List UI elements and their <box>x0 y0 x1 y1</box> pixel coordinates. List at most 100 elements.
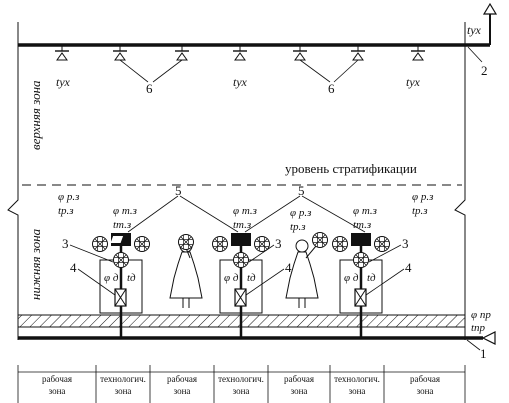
worker-figure-1 <box>169 234 203 309</box>
diffuser-1 <box>54 44 70 61</box>
callout-3-unit-1: 3 <box>62 236 69 251</box>
callout-1-line <box>466 339 481 351</box>
zone-caption-2: технологич. зона <box>100 374 146 396</box>
air-distributor-left <box>92 236 108 252</box>
supply-arrow-icon <box>481 331 496 345</box>
zone-caption-5: рабочая зона <box>284 374 314 396</box>
callout-3-unit-1-line <box>69 244 114 263</box>
phi-rz-right: φ р.з <box>412 191 433 203</box>
t-yx-label-3: tух <box>406 75 421 89</box>
svg-text:зона: зона <box>349 386 366 396</box>
t-tz-1: tт.з <box>113 219 131 231</box>
room-wall-left <box>7 22 19 340</box>
callout-6-left: 6 <box>146 81 153 96</box>
phi-tz-3: φ т.з <box>353 205 377 217</box>
svg-text:рабочая: рабочая <box>410 374 440 384</box>
air-distributor-right <box>134 236 150 252</box>
callout-5-right: 5 <box>298 183 305 198</box>
bottom-zone-scale <box>17 365 466 403</box>
zone-caption-3: рабочая зона <box>167 374 197 396</box>
svg-text:зона: зона <box>291 386 308 396</box>
air-distributor-right <box>374 236 390 252</box>
t-tz-2: tт.з <box>233 219 251 231</box>
phi-tz-2: φ т.з <box>233 205 257 217</box>
worker-figure-2 <box>285 232 328 309</box>
phi-pr-label: φ пр <box>471 309 491 321</box>
callout-4-unit-2: 4 <box>285 260 292 275</box>
callout-4-unit-3: 4 <box>405 260 412 275</box>
callout-4-unit-2-line <box>245 268 285 296</box>
callout-5-lines <box>127 195 366 233</box>
equipment-unit-1 <box>92 233 150 338</box>
svg-text:рабочая: рабочая <box>42 374 72 384</box>
lower-zone-label: нижняя зона <box>28 228 43 300</box>
callout-3-unit-2: 3 <box>275 236 282 251</box>
zone-caption-4: технологич. зона <box>218 374 264 396</box>
worker-air-shower-1 <box>178 234 194 250</box>
phi-rz-left: φ р.з <box>58 191 79 203</box>
callout-4-unit-3-line <box>365 268 405 296</box>
zone-caption-6: технологич. зона <box>334 374 380 396</box>
svg-text:зона: зона <box>115 386 132 396</box>
svg-text:рабочая: рабочая <box>167 374 197 384</box>
worker-air-shower-2 <box>312 232 328 248</box>
t-rz-left: tр.з <box>58 205 74 217</box>
svg-text:технологич.: технологич. <box>334 374 380 384</box>
phi-tz-1: φ т.з <box>113 205 137 217</box>
stratification-label: уровень стратификации <box>285 161 417 176</box>
diffuser-2 <box>112 44 128 61</box>
room-wall-right <box>454 22 466 340</box>
t-yx-label-1: tух <box>56 75 71 89</box>
phi-d-2: φ д <box>224 272 239 284</box>
zone-caption-7: рабочая зона <box>410 374 440 396</box>
svg-text:зона: зона <box>49 386 66 396</box>
diffuser-7 <box>410 44 426 61</box>
air-distributor-left <box>332 236 348 252</box>
callout-1: 1 <box>480 346 487 361</box>
t-d-2: tд <box>247 272 256 284</box>
diffusers <box>54 44 426 61</box>
air-distributor-bottom <box>233 252 249 268</box>
air-distributor-left <box>212 236 228 252</box>
t-d-1: tд <box>127 272 136 284</box>
air-distributor-bottom <box>353 252 369 268</box>
callout-4-unit-1-line <box>77 268 116 296</box>
t-yx-top-label: tух <box>467 23 482 37</box>
callout-5-left: 5 <box>175 183 182 198</box>
svg-text:зона: зона <box>233 386 250 396</box>
callout-3-unit-2-line <box>248 244 275 263</box>
t-yx-label-2: tух <box>233 75 248 89</box>
diffuser-3 <box>174 44 190 61</box>
svg-text:технологич.: технологич. <box>218 374 264 384</box>
zone-caption-1: рабочая зона <box>42 374 72 396</box>
t-d-3: tд <box>367 272 376 284</box>
callout-3-unit-3-line <box>368 244 402 263</box>
callout-2-line <box>467 46 483 63</box>
svg-text:рабочая: рабочая <box>284 374 314 384</box>
phi-rz-mid: φ р.з <box>290 207 311 219</box>
phi-d-1: φ д <box>104 272 119 284</box>
svg-text:зона: зона <box>417 386 434 396</box>
t-rz-mid: tр.з <box>290 221 306 233</box>
diffuser-5 <box>292 44 308 61</box>
diffuser-6 <box>350 44 366 61</box>
t-rz-right: tр.з <box>412 205 428 217</box>
callout-2: 2 <box>481 63 488 78</box>
air-distributor-bottom <box>113 252 129 268</box>
t-tz-3: tт.з <box>353 219 371 231</box>
diffuser-4 <box>232 44 248 61</box>
floor-hatched <box>17 314 466 328</box>
svg-text:зона: зона <box>174 386 191 396</box>
callout-3-unit-3: 3 <box>402 236 409 251</box>
callout-4-unit-1: 4 <box>70 260 77 275</box>
exhaust-arrow-icon <box>482 2 498 15</box>
upper-zone-label: верхняя зона <box>28 80 43 150</box>
phi-d-3: φ д <box>344 272 359 284</box>
callout-6-right: 6 <box>328 81 335 96</box>
callout-6-lines <box>119 59 359 83</box>
t-pr-label: tпр <box>471 322 486 334</box>
svg-text:технологич.: технологич. <box>100 374 146 384</box>
equipment-unit-2 <box>212 233 270 338</box>
equipment-unit-3 <box>332 233 390 338</box>
